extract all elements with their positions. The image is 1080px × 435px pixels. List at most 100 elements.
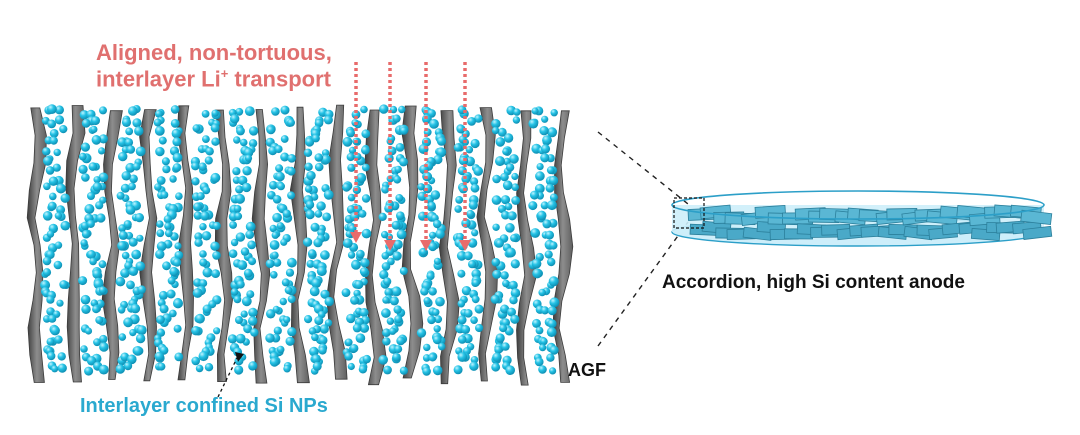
si-nanoparticle (532, 268, 543, 279)
si-nanoparticle (422, 354, 431, 362)
si-nanoparticle (547, 200, 557, 211)
si-nanoparticle (503, 133, 514, 143)
si-nanoparticle (416, 328, 427, 338)
si-nanoparticle (461, 286, 472, 296)
si-nanoparticle (59, 125, 68, 134)
si-nanoparticle (432, 308, 440, 316)
si-nanoparticle (381, 308, 391, 318)
si-nanoparticle (124, 138, 134, 147)
si-nanoparticle (45, 250, 55, 259)
si-nps-label: Interlayer confined Si NPs (80, 395, 328, 417)
si-nanoparticle (433, 219, 442, 229)
si-nanoparticle (233, 136, 241, 144)
si-nanoparticle (42, 147, 51, 156)
si-nanoparticle (211, 109, 219, 117)
si-nanoparticle (391, 220, 401, 230)
si-nanoparticle (162, 165, 171, 174)
si-nanoparticle (59, 280, 69, 289)
si-nanoparticle (287, 154, 297, 163)
si-nanoparticle (429, 231, 437, 239)
si-nanoparticle (129, 174, 138, 184)
si-nanoparticle (205, 147, 214, 156)
si-nanoparticle (272, 212, 282, 223)
si-nanoparticle (199, 258, 208, 267)
si-nanoparticle (306, 259, 315, 268)
si-nanoparticle (135, 146, 146, 157)
si-nanoparticle (396, 211, 405, 220)
si-nanoparticle (229, 221, 238, 229)
agf-sheet (251, 109, 271, 384)
si-nanoparticle (202, 304, 212, 314)
si-nanoparticle (378, 355, 389, 365)
si-nanoparticle (305, 209, 315, 220)
si-nanoparticle (359, 308, 369, 317)
agf-sheet (289, 106, 310, 384)
si-nanoparticle (324, 296, 334, 307)
si-nanoparticle (346, 313, 356, 324)
si-nanoparticle (304, 315, 313, 324)
si-nanoparticle (395, 194, 404, 202)
si-nanoparticle (84, 327, 93, 335)
si-nanoparticle (540, 144, 551, 154)
si-nanoparticle (311, 134, 320, 143)
agf-sheet (401, 105, 424, 379)
si-nanoparticle (314, 162, 324, 172)
si-nanoparticle (235, 193, 245, 204)
si-nanoparticle (49, 136, 58, 145)
si-nanoparticle (42, 268, 52, 277)
si-nanoparticle (464, 309, 473, 318)
si-nanoparticle (172, 152, 183, 163)
si-nanoparticle (202, 135, 210, 144)
si-nanoparticle (156, 220, 164, 228)
si-nanoparticle (52, 163, 61, 172)
si-nanoparticle (55, 105, 64, 115)
si-nanoparticle (381, 262, 391, 271)
si-nanoparticle (115, 276, 126, 287)
si-nanoparticle (53, 148, 61, 157)
si-nanoparticle (457, 299, 466, 308)
si-nanoparticle (463, 251, 473, 261)
anode-disk-top (671, 190, 1045, 220)
si-nanoparticle (530, 228, 541, 238)
si-nanoparticle (470, 177, 479, 186)
si-nanoparticle (356, 172, 367, 183)
si-nanoparticle (88, 162, 98, 171)
si-nanoparticle (393, 305, 402, 314)
si-nanoparticle (60, 220, 71, 231)
si-nanoparticle (92, 182, 103, 192)
si-nanoparticle (502, 180, 513, 191)
si-nanoparticle (457, 335, 467, 344)
si-nanoparticle (98, 260, 107, 269)
si-nanoparticle (509, 296, 518, 305)
si-nanoparticle (498, 205, 506, 213)
si-nanoparticle (80, 345, 88, 353)
si-nanoparticle (379, 104, 389, 114)
si-nanoparticle (128, 237, 138, 247)
si-pointer-head (235, 352, 244, 362)
si-nanoparticle (396, 229, 407, 240)
si-nanoparticle (135, 333, 146, 344)
si-nanoparticle (51, 365, 59, 373)
si-nanoparticle (316, 201, 326, 211)
si-nanoparticle (547, 127, 558, 138)
si-nanoparticle (491, 257, 501, 267)
si-nanoparticle (507, 307, 516, 317)
si-nanoparticle (287, 191, 296, 200)
si-nanoparticle (541, 115, 549, 123)
si-nanoparticle (345, 338, 353, 347)
si-nanoparticle (98, 147, 106, 155)
si-nanoparticle (530, 190, 539, 200)
si-nanoparticle (435, 229, 445, 239)
si-nanoparticle (456, 251, 467, 261)
si-nanoparticle (123, 361, 133, 371)
si-nanoparticle (342, 238, 353, 249)
si-nanoparticle (457, 269, 466, 278)
si-nanoparticle (536, 210, 547, 221)
si-nanoparticle (321, 154, 331, 165)
si-nanoparticle (316, 266, 327, 277)
si-nanoparticle (125, 205, 136, 215)
si-nanoparticle (359, 267, 369, 276)
si-nanoparticle (535, 171, 545, 181)
si-nanoparticle (57, 363, 67, 373)
si-nanoparticle (128, 182, 136, 191)
